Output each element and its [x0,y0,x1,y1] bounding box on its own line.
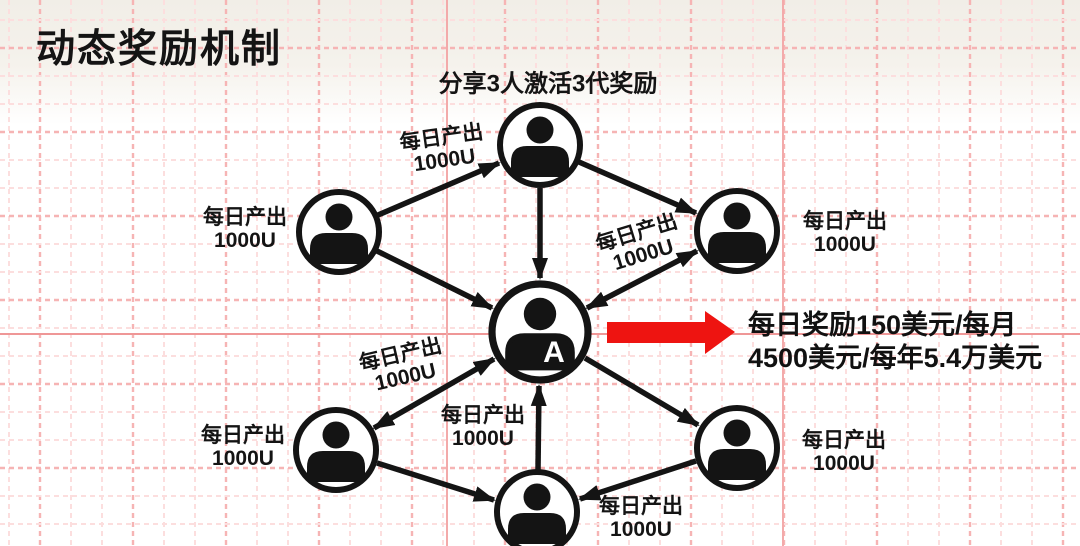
daily-output-label-bottom-left: 每日产出 1000U [201,424,285,470]
arrow-center-right-double [585,248,699,311]
arrow-left-to-center [375,248,494,311]
node-center-a: A [492,284,588,380]
arrow-center-bottomleft-double [372,356,496,431]
arrow-bottomright-to-bottomcenter [578,458,697,502]
reward-summary-text: 每日奖励150美元/每月 4500美元/每年5.4万美元 [748,309,1042,375]
node-center-letter: A [543,336,565,369]
reward-arrow-icon [607,311,735,354]
reward-summary-line1: 每日奖励150美元/每月 [748,310,1017,340]
arrow-bottomleft-to-bottomcenter [376,460,496,503]
arrows-layer [372,159,700,503]
daily-output-label-bottom-center: 每日产出 1000U [599,495,683,541]
arrow-bottomcenter-to-center [530,384,547,471]
node-bottom-right-person-icon [697,408,777,488]
node-left-person-icon [299,192,379,272]
arrow-center-to-bottomright [583,355,700,428]
page-title: 动态奖励机制 [36,28,283,71]
arrow-left-to-top [376,160,501,218]
share-rule-annotation: 分享3人激活3代奖励 [438,70,658,98]
node-top-person-icon [500,105,580,185]
node-bottom-left-person-icon [296,410,376,490]
arrow-top-to-right [577,159,698,216]
node-center-person-icon [492,284,588,380]
daily-output-label-bottomcenter-arrow: 每日产出 1000U [441,404,525,450]
node-bottom-center-person-icon [497,472,577,546]
daily-output-label-left: 每日产出 1000U [203,206,287,252]
daily-output-label-bottom-right: 每日产出 1000U [802,429,886,475]
node-right-person-icon [697,191,777,271]
daily-output-label-right: 每日产出 1000U [803,210,887,256]
reward-summary-line2: 4500美元/每年5.4万美元 [748,343,1043,373]
